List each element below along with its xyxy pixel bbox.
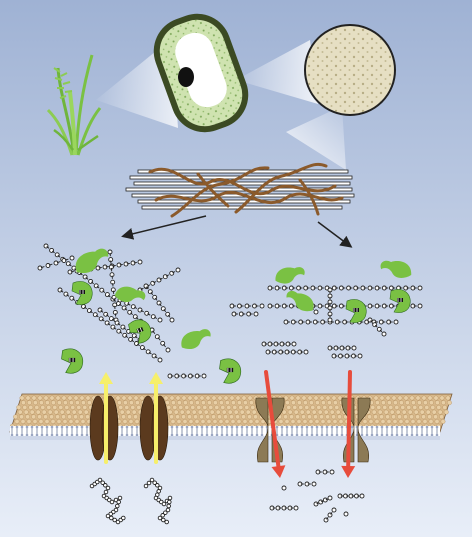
polysaccharide-chain-icon (143, 477, 173, 525)
enzymes (61, 248, 412, 384)
polysaccharide-chain-icon (149, 327, 171, 353)
oligosaccharide-icon (261, 341, 297, 347)
oligosaccharide-icon (313, 495, 333, 507)
polysaccharide-chain-icon (267, 285, 423, 291)
enzyme-icon (380, 260, 412, 278)
lignocellulose-bundle-icon (125, 162, 355, 218)
polysaccharide-chain-icon (107, 249, 119, 323)
polysaccharide-chain-icon (143, 283, 175, 323)
oligosaccharide-icon (323, 507, 337, 523)
plant-cell-icon (153, 13, 249, 133)
monosaccharide-icon (343, 511, 349, 517)
arrow-to-right-degradation (317, 221, 353, 248)
polysaccharide-chain-icon (37, 255, 75, 271)
enzyme-icon (286, 290, 314, 312)
import-arrow-icon (99, 372, 113, 464)
zoom-beam-cell-to-fiber (236, 40, 318, 104)
enzyme-icon (114, 286, 146, 303)
fiber-cross-section-icon (304, 24, 396, 116)
lipid-bilayer-membrane-icon (9, 393, 453, 440)
enzyme-icon (275, 267, 305, 284)
polysaccharide-chain-icon (327, 287, 333, 323)
export-arrow-icon (264, 370, 286, 478)
oligosaccharide-icon (231, 311, 259, 317)
oligosaccharide-icon (167, 373, 207, 379)
oligosaccharide-icon (327, 345, 357, 351)
import-arrow-icon (149, 372, 163, 464)
enzyme-icon (389, 289, 411, 313)
enzyme-icon (75, 248, 109, 274)
polysaccharide-chain-icon (229, 303, 265, 309)
oligosaccharide-fragments (167, 311, 363, 379)
polysaccharide-chain-icon (89, 477, 126, 525)
arrow-to-left-degradation (121, 215, 207, 240)
oligosaccharide-icon (331, 353, 363, 359)
oligosaccharide-icon (265, 349, 309, 355)
oligosaccharide-icon (297, 481, 317, 487)
oligosaccharide-icon (337, 493, 365, 499)
nucleus-icon (178, 67, 194, 87)
zoom-beam-fiber-to-bundle (286, 106, 346, 170)
transport-proteins (89, 370, 371, 478)
enzyme-icon (219, 358, 242, 384)
monosaccharide-icon (281, 485, 287, 491)
grass-plant-icon (46, 54, 102, 156)
oligosaccharide-icon (315, 469, 335, 475)
enzyme-icon (61, 348, 84, 374)
oligosaccharide-icon (269, 505, 299, 511)
transported-products (89, 469, 365, 525)
export-arrow-icon (341, 370, 356, 478)
enzyme-icon (71, 281, 93, 305)
enzyme-icon (128, 319, 152, 344)
polysaccharide-chain-icon (367, 317, 387, 337)
enzyme-icon (181, 329, 211, 350)
enzyme-icon (345, 299, 367, 323)
